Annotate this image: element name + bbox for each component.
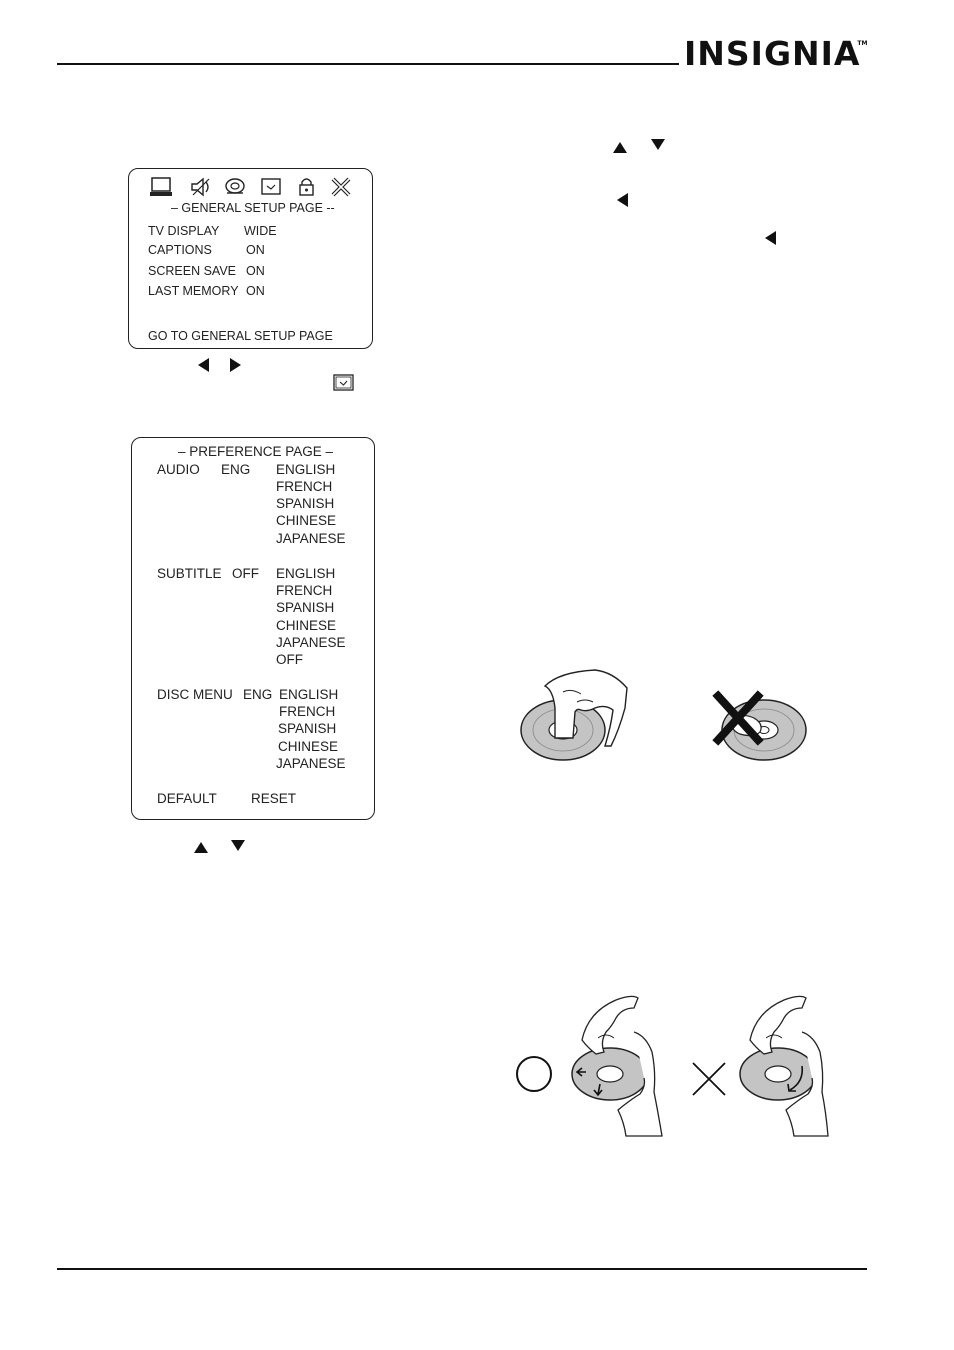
preference-icon[interactable] bbox=[261, 178, 281, 195]
subtitle-value[interactable]: OFF bbox=[232, 566, 259, 581]
audio-option[interactable]: SPANISH bbox=[276, 496, 335, 511]
audio-option[interactable]: ENGLISH bbox=[276, 462, 336, 477]
left-arrow-icon bbox=[765, 231, 776, 245]
up-arrow-icon bbox=[194, 842, 208, 853]
captions-label: CAPTIONS bbox=[148, 243, 212, 257]
exit-icon[interactable] bbox=[331, 177, 351, 197]
subtitle-option[interactable]: ENGLISH bbox=[276, 566, 336, 581]
subtitle-option[interactable]: FRENCH bbox=[276, 583, 333, 598]
disc-menu-option[interactable]: CHINESE bbox=[278, 739, 339, 754]
subtitle-option[interactable]: SPANISH bbox=[276, 600, 335, 615]
screen-save-value[interactable]: ON bbox=[246, 264, 265, 278]
disc-correct-hold-illustration bbox=[520, 669, 628, 761]
left-arrow-icon bbox=[198, 358, 209, 372]
disc-menu-option[interactable]: ENGLISH bbox=[279, 687, 339, 702]
tv-display-label: TV DISPLAY bbox=[148, 224, 220, 238]
tv-icon[interactable] bbox=[150, 177, 172, 196]
down-arrow-icon bbox=[651, 139, 665, 150]
trademark-mark: TM bbox=[857, 40, 868, 47]
disc-menu-option[interactable]: FRENCH bbox=[279, 704, 336, 719]
video-icon[interactable] bbox=[225, 178, 245, 194]
down-arrow-icon bbox=[231, 840, 245, 851]
setup-menu-icon-bar bbox=[150, 177, 351, 197]
up-arrow-icon bbox=[613, 142, 627, 153]
correct-circle-icon bbox=[516, 1056, 552, 1092]
setup-footer-hint: GO TO GENERAL SETUP PAGE bbox=[148, 329, 333, 343]
last-memory-label: LAST MEMORY bbox=[148, 284, 239, 298]
preference-screen: – PREFERENCE PAGE – AUDIO ENG ENGLISH FR… bbox=[131, 437, 375, 820]
brand-logo-text: INSIGNIA bbox=[684, 34, 861, 73]
subtitle-option[interactable]: JAPANESE bbox=[276, 635, 346, 650]
tv-display-value[interactable]: WIDE bbox=[244, 224, 277, 238]
incorrect-cross-icon bbox=[692, 1062, 726, 1096]
last-memory-value[interactable]: ON bbox=[246, 284, 265, 298]
disc-wrong-hold-illustration bbox=[712, 690, 807, 761]
default-label: DEFAULT bbox=[157, 791, 217, 806]
disc-clean-circular-illustration bbox=[739, 995, 829, 1137]
reset-option[interactable]: RESET bbox=[251, 791, 297, 806]
disc-menu-value[interactable]: ENG bbox=[243, 687, 273, 702]
right-arrow-icon bbox=[230, 358, 241, 372]
left-arrow-icon bbox=[617, 193, 628, 207]
setup-page-title: – GENERAL SETUP PAGE -- bbox=[171, 201, 335, 215]
header-rule bbox=[57, 63, 679, 65]
footer-rule bbox=[57, 1268, 867, 1270]
audio-label: AUDIO bbox=[157, 462, 200, 477]
screen-save-label: SCREEN SAVE bbox=[148, 264, 236, 278]
audio-option[interactable]: CHINESE bbox=[276, 513, 337, 528]
disc-menu-option[interactable]: SPANISH bbox=[278, 721, 337, 736]
subtitle-label: SUBTITLE bbox=[157, 566, 222, 581]
audio-option[interactable]: JAPANESE bbox=[276, 531, 346, 546]
subtitle-option[interactable]: OFF bbox=[276, 652, 303, 667]
brand-logo: INSIGNIA TM bbox=[684, 34, 867, 73]
preference-icon bbox=[333, 374, 354, 391]
lock-icon[interactable] bbox=[299, 178, 314, 196]
audio-value[interactable]: ENG bbox=[221, 462, 251, 477]
disc-clean-radial-illustration bbox=[571, 995, 663, 1137]
audio-option[interactable]: FRENCH bbox=[276, 479, 333, 494]
captions-value[interactable]: ON bbox=[246, 243, 265, 257]
preference-page-title: – PREFERENCE PAGE – bbox=[178, 444, 334, 459]
speaker-icon[interactable] bbox=[191, 177, 210, 197]
subtitle-option[interactable]: CHINESE bbox=[276, 618, 337, 633]
general-setup-screen: – GENERAL SETUP PAGE -- TV DISPLAY WIDE … bbox=[128, 168, 373, 349]
disc-menu-label: DISC MENU bbox=[157, 687, 233, 702]
disc-menu-option[interactable]: JAPANESE bbox=[276, 756, 346, 771]
